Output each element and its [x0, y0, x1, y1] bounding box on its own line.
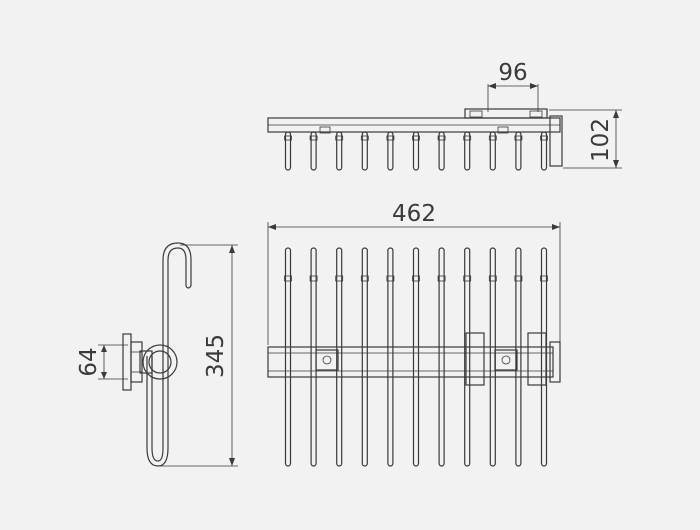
top-view-clip: [319, 126, 331, 134]
front-view-rod-collar: [335, 275, 344, 282]
top-view-rod: [515, 131, 522, 171]
top-view: [267, 108, 563, 171]
front-view-rod-collar: [309, 275, 318, 282]
side-view-mount-block: [130, 341, 143, 383]
front-view-rods: [284, 247, 548, 467]
front-view-bracket: [527, 332, 547, 386]
top-view-rod-collar: [309, 135, 318, 141]
front-view-rod-collar: [360, 275, 369, 282]
dim-345: 345: [160, 244, 238, 467]
front-view-rod: [336, 247, 343, 467]
top-view-rod-collar: [540, 135, 548, 141]
top-view-rod: [336, 131, 343, 171]
side-view-connector-stem: [139, 350, 153, 374]
top-view-rod-collar: [412, 135, 420, 141]
front-view-carriage: [494, 349, 518, 371]
dim-462-label: 462: [392, 201, 436, 227]
side-view-connector-outer: [142, 344, 178, 380]
front-view-rail: [267, 346, 554, 378]
top-view-rod: [438, 131, 445, 171]
top-view-bracket-clip-left: [469, 110, 483, 118]
dim-102-label: 102: [588, 118, 614, 162]
dim-64: 64: [76, 344, 128, 380]
dim-96: 96: [487, 60, 539, 112]
side-view-hook-inner: [151, 242, 192, 462]
front-view-rod-collar: [463, 275, 472, 282]
top-view-bracket: [464, 108, 548, 119]
front-view-rod-collar: [284, 275, 292, 282]
front-view-end-cap: [549, 341, 561, 383]
dim-96-label: 96: [498, 60, 527, 86]
front-view-rod: [284, 247, 292, 467]
front-view-rod: [438, 247, 445, 467]
front-view-carriage: [315, 349, 339, 371]
side-view-connector-inner: [148, 350, 172, 374]
front-view-rod-collar: [386, 275, 395, 282]
front-view-rod: [412, 247, 420, 467]
front-view-rod: [387, 247, 394, 467]
dim-64-label: 64: [76, 347, 102, 376]
top-view-rod-collar: [284, 135, 292, 141]
front-view-rod: [464, 247, 471, 467]
top-view-rod: [361, 131, 368, 171]
front-view-rod-collar: [514, 275, 523, 282]
side-view-hook-tip: [185, 285, 192, 289]
front-view-rod: [361, 247, 368, 467]
front-view-screw: [501, 355, 511, 365]
top-view-rods: [284, 131, 548, 171]
top-view-rod: [489, 131, 496, 171]
top-view-rod-collar: [463, 135, 472, 141]
top-view-rod-collar: [514, 135, 523, 141]
front-view-bracket: [465, 332, 485, 386]
top-view-end-plate: [549, 115, 563, 167]
top-view-rod-collar: [437, 135, 446, 141]
dim-102: 102: [549, 109, 622, 169]
top-view-clip: [497, 126, 509, 134]
top-view-rod-collar: [335, 135, 344, 141]
top-view-rod: [284, 131, 292, 171]
top-view-rod: [387, 131, 394, 171]
top-view-rod-collar: [386, 135, 395, 141]
front-view-rod-collar: [412, 275, 420, 282]
top-view-rod: [310, 131, 317, 171]
front-view-screw: [322, 355, 332, 365]
dim-462: 462: [267, 201, 561, 345]
top-view-rod: [464, 131, 471, 171]
dim-345-label: 345: [203, 334, 229, 378]
front-view-rod-collar: [437, 275, 446, 282]
top-view-rod-collar: [488, 135, 497, 141]
top-view-rod: [412, 131, 420, 171]
front-view: [267, 247, 561, 467]
front-view-rod-collar: [540, 275, 548, 282]
side-view-hook-outer: [146, 247, 187, 467]
top-view-rod-collar: [360, 135, 369, 141]
front-view-rod-collar: [488, 275, 497, 282]
dim-64-arrows: [101, 345, 107, 379]
top-view-rod: [540, 131, 548, 171]
top-view-bracket-clip-right: [529, 110, 543, 118]
side-view: [122, 242, 192, 467]
side-view-mount-plate: [122, 333, 132, 391]
front-view-rod: [515, 247, 522, 467]
